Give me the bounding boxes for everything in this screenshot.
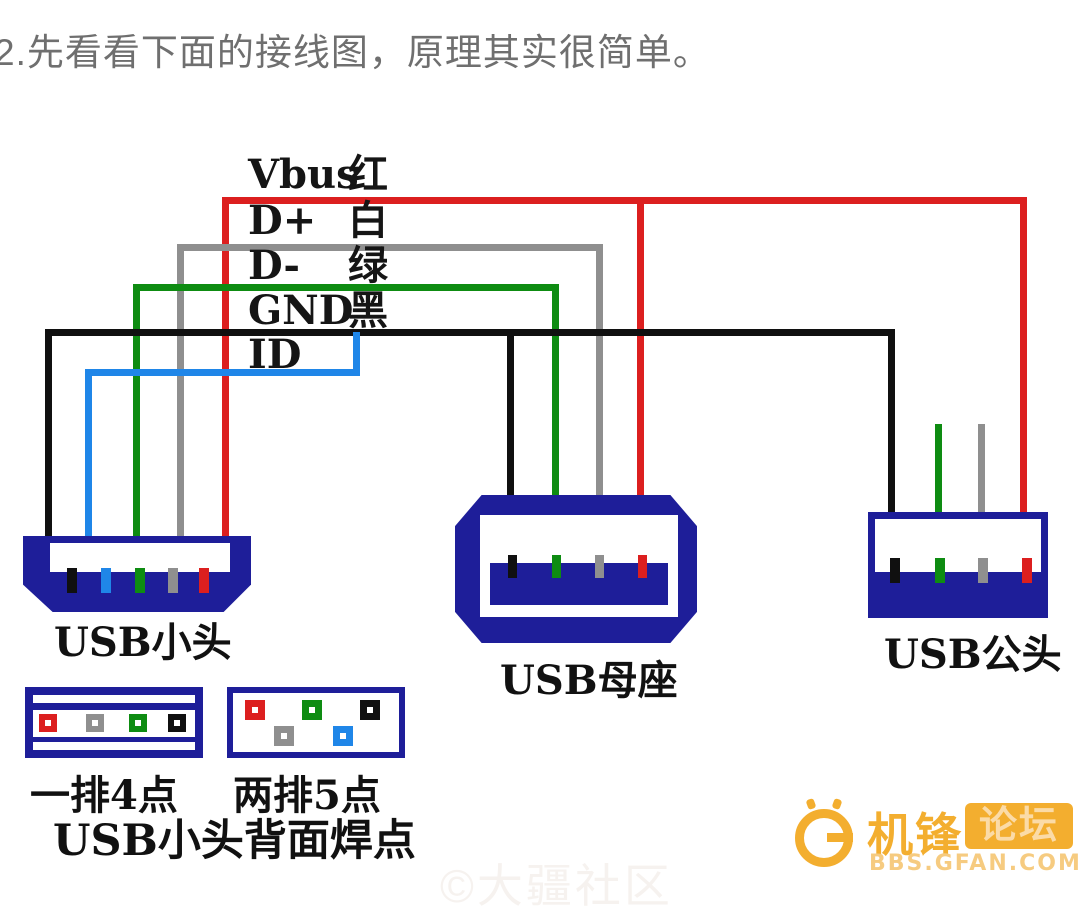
usb-male-connector: [868, 512, 1048, 618]
wire-male-green-stub: [935, 424, 942, 512]
gfan-icon-ear: [831, 797, 843, 811]
pin-vbus: [1022, 558, 1032, 583]
legend-row-dminus: D-绿: [248, 246, 388, 286]
wire-color-char: 红: [348, 151, 388, 198]
wire-dplus-horizontal: [177, 244, 603, 251]
pad-blue: [333, 726, 353, 746]
pad-black: [168, 714, 186, 732]
wire-dplus-drop-female: [596, 244, 603, 495]
legend-row-vbus: Vbus红: [248, 155, 388, 195]
signal-label: D+: [248, 197, 317, 244]
usb-female-label: USB母座: [500, 657, 678, 704]
wire-vbus-drop-micro: [222, 197, 229, 536]
wire-color-char: 白: [348, 197, 388, 244]
wire-dplus-drop-micro: [177, 244, 184, 536]
pin-vbus: [199, 568, 209, 593]
wire-gnd-horizontal: [45, 329, 895, 336]
gfan-icon-ear: [805, 797, 817, 811]
gfan-logo-badge: 论坛: [965, 803, 1073, 849]
usb-male-slot: [875, 519, 1041, 572]
solder-pads-caption: USB小头背面焊点: [53, 816, 416, 866]
pad-green: [129, 714, 147, 732]
wire-id-to-gnd-jumper: [353, 332, 360, 376]
stripe: [33, 737, 195, 742]
pad-red: [245, 700, 265, 720]
usb-male-label: USB公头: [884, 631, 1062, 678]
pad-black: [360, 700, 380, 720]
pad-white: [274, 726, 294, 746]
wire-vbus-drop-female: [637, 197, 644, 495]
one-row-label: 一排4点: [30, 772, 178, 819]
wire-color-char: 黑: [348, 287, 388, 334]
signal-label: Vbus: [248, 151, 359, 198]
legend-row-gnd: GND黑: [248, 291, 388, 331]
wire-gnd-drop-male: [888, 329, 895, 512]
copyright-watermark: ©大疆社区: [440, 860, 673, 912]
pad-green: [302, 700, 322, 720]
micro-usb-slot: [50, 543, 230, 572]
legend-row-dplus: D+白: [248, 201, 388, 241]
pin-gnd: [508, 555, 517, 578]
pin-dminus: [935, 558, 945, 583]
wire-gnd-drop-female: [507, 329, 514, 495]
pin-dminus: [135, 568, 145, 593]
gfan-forum-watermark: 机锋 论坛 BBS.GFAN.COM: [785, 797, 1080, 885]
wire-vbus-drop-male: [1020, 197, 1027, 512]
solder-pads-one-row: [25, 687, 203, 758]
page-title: 2.先看看下面的接线图，原理其实很简单。: [0, 32, 711, 73]
wire-dminus-drop-female: [552, 284, 559, 495]
stripe: [33, 742, 195, 750]
pad-red: [39, 714, 57, 732]
pin-gnd: [890, 558, 900, 583]
wire-color-char: 绿: [348, 242, 388, 289]
gfan-logo-site: BBS.GFAN.COM: [869, 851, 1080, 876]
gfan-g-icon-bar: [827, 833, 853, 842]
pin-gnd: [67, 568, 77, 593]
signal-label: GND: [248, 287, 354, 334]
legend-row-id: ID: [248, 335, 348, 375]
wire-id-horizontal: [85, 369, 360, 376]
wire-gnd-drop-micro: [45, 329, 52, 536]
micro-usb-connector: [23, 536, 251, 612]
pin-vbus: [638, 555, 647, 578]
signal-label: ID: [248, 331, 302, 378]
pin-dplus: [168, 568, 178, 593]
pad-white: [86, 714, 104, 732]
stripe: [33, 695, 195, 703]
wire-vbus-horizontal: [222, 197, 1027, 204]
pin-dplus: [595, 555, 604, 578]
pad-row: [33, 710, 195, 737]
stripe: [33, 703, 195, 710]
wire-dminus-horizontal: [133, 284, 559, 291]
usb-female-connector: [455, 495, 697, 643]
wire-male-white-stub: [978, 424, 985, 512]
pin-id: [101, 568, 111, 593]
wire-id-drop-micro: [85, 369, 92, 536]
pin-dminus: [552, 555, 561, 578]
micro-usb-label: USB小头: [54, 619, 232, 666]
pin-dplus: [978, 558, 988, 583]
gfan-logo-name: 机锋: [867, 808, 963, 862]
signal-label: D-: [248, 242, 301, 289]
solder-pads-two-rows: [227, 687, 405, 758]
wire-dminus-drop-micro: [133, 284, 140, 536]
two-rows-label: 两排5点: [233, 772, 381, 819]
